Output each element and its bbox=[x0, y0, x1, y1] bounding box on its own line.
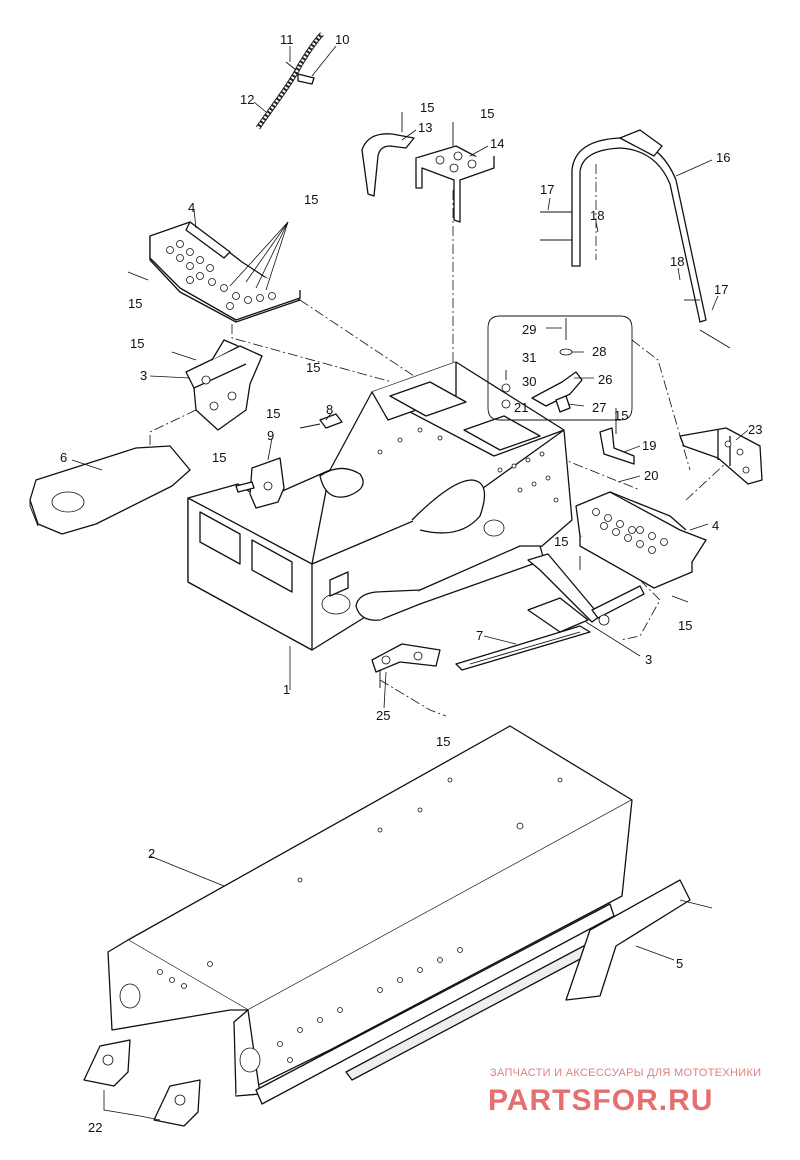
callout-14: 14 bbox=[490, 136, 504, 151]
callout-19: 19 bbox=[642, 438, 656, 453]
callout-22: 22 bbox=[88, 1120, 102, 1135]
part-1-main-frame bbox=[187, 361, 573, 651]
part-9-bracket bbox=[235, 457, 285, 509]
callout-26: 26 bbox=[598, 372, 612, 387]
callout-5: 5 bbox=[676, 956, 683, 971]
frame-rivets bbox=[377, 427, 559, 503]
callout-23: 23 bbox=[748, 422, 762, 437]
callout-18-b: 18 bbox=[670, 254, 684, 269]
callout-7: 7 bbox=[476, 628, 483, 643]
callout-30: 30 bbox=[522, 374, 536, 389]
part-12-cable bbox=[255, 32, 324, 130]
callout-15-c: 15 bbox=[304, 192, 318, 207]
part-2-rear-tunnel bbox=[107, 725, 633, 1105]
callout-15-g: 15 bbox=[266, 406, 280, 421]
callout-4-right: 4 bbox=[712, 518, 719, 533]
part-14-plate bbox=[415, 122, 495, 223]
callout-15-l: 15 bbox=[436, 734, 450, 749]
callout-18-a: 18 bbox=[590, 208, 604, 223]
callout-15-h: 15 bbox=[212, 450, 226, 465]
callout-9: 9 bbox=[267, 428, 274, 443]
callout-2: 2 bbox=[148, 846, 155, 861]
callout-29: 29 bbox=[522, 322, 536, 337]
part-22-plates bbox=[83, 1039, 201, 1127]
callout-11: 11 bbox=[280, 32, 294, 47]
callout-15-a: 15 bbox=[420, 100, 434, 115]
callout-25: 25 bbox=[376, 708, 390, 723]
callout-leaders bbox=[71, 45, 749, 961]
callout-15-i: 15 bbox=[614, 408, 628, 423]
callout-3-left: 3 bbox=[140, 368, 147, 383]
part-6-side-panel bbox=[29, 445, 191, 535]
callout-15-b: 15 bbox=[480, 106, 494, 121]
part-3-left-bracket bbox=[171, 339, 263, 431]
part-23-bracket bbox=[679, 427, 763, 485]
part-8-clip bbox=[299, 413, 343, 429]
part-19-clip bbox=[599, 408, 635, 465]
callout-1: 1 bbox=[283, 682, 290, 697]
part-25-bracket bbox=[371, 643, 441, 688]
callout-31: 31 bbox=[522, 350, 536, 365]
part-16-steering-support bbox=[540, 129, 731, 349]
part-13-bracket bbox=[361, 112, 415, 197]
callout-10: 10 bbox=[335, 32, 349, 47]
part-7-strap bbox=[455, 625, 591, 671]
callout-17-a: 17 bbox=[540, 182, 554, 197]
callout-15-f: 15 bbox=[306, 360, 320, 375]
callout-12: 12 bbox=[240, 92, 254, 107]
callout-13: 13 bbox=[418, 120, 432, 135]
tunnel-holes bbox=[157, 777, 563, 1063]
part-4-right-footrest bbox=[575, 491, 707, 603]
callout-21: 21 bbox=[514, 400, 528, 415]
callout-15-k: 15 bbox=[678, 618, 692, 633]
callout-17-b: 17 bbox=[714, 282, 728, 297]
callout-27: 27 bbox=[592, 400, 606, 415]
callout-16: 16 bbox=[716, 150, 730, 165]
part-3-right-bracket bbox=[527, 553, 645, 633]
callout-15-j: 15 bbox=[554, 534, 568, 549]
watermark-tagline: ЗАПЧАСТИ И АКСЕССУАРЫ ДЛЯ МОТОТЕХНИКИ bbox=[490, 1067, 761, 1079]
part-5-rear-bracket bbox=[565, 879, 713, 1001]
callout-15-d: 15 bbox=[128, 296, 142, 311]
callout-labels: 1 2 3 3 4 4 5 6 7 8 9 10 11 12 13 14 15 … bbox=[60, 32, 762, 1135]
callout-28: 28 bbox=[592, 344, 606, 359]
footrest-holes-right bbox=[592, 508, 668, 554]
footrest-holes-left bbox=[166, 240, 276, 310]
callout-3-right: 3 bbox=[645, 652, 652, 667]
watermark-logo: PARTSFOR.RU bbox=[488, 1084, 713, 1117]
callout-8: 8 bbox=[326, 402, 333, 417]
callout-4-left: 4 bbox=[188, 200, 195, 215]
callout-20: 20 bbox=[644, 468, 658, 483]
inset-hardware-box bbox=[487, 315, 633, 421]
callout-6: 6 bbox=[60, 450, 67, 465]
part-4-left-footrest bbox=[127, 221, 301, 323]
watermark: ЗАПЧАСТИ И АКСЕССУАРЫ ДЛЯ МОТОТЕХНИКИ PA… bbox=[488, 1067, 761, 1117]
callout-15-e: 15 bbox=[130, 336, 144, 351]
